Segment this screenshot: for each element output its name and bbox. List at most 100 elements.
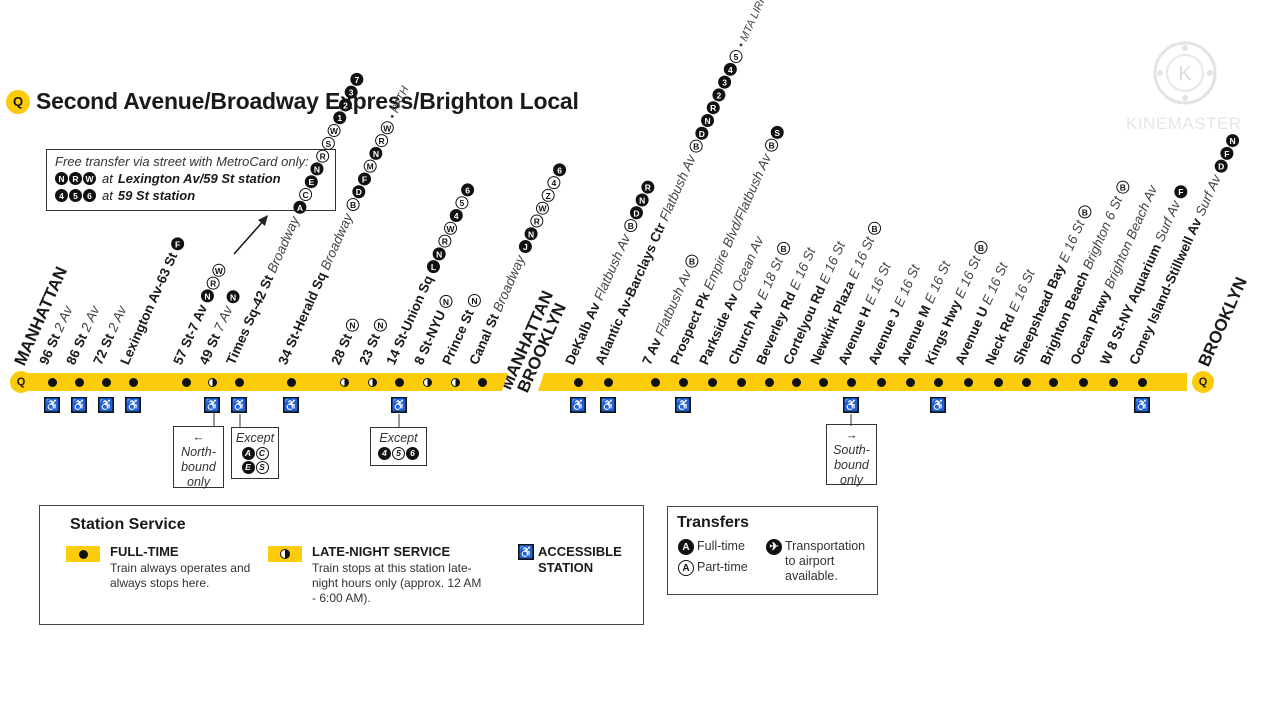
station-street: 2 Av — [51, 303, 76, 334]
route-bullet-r: R — [206, 276, 220, 290]
route-bullet-5: 5 — [69, 189, 82, 202]
route-bullet-e: E — [241, 461, 255, 474]
except-1-label: Except — [235, 431, 275, 445]
page-title: Second Avenue/Broadway Express/Brighton … — [36, 88, 579, 114]
station-stop — [650, 378, 660, 387]
route-bullet-e: E — [304, 175, 318, 189]
station-name: 86 St — [63, 331, 91, 367]
transfer-parttime: A Part-time — [678, 560, 748, 576]
route-bullet-m: M — [363, 159, 377, 173]
station-street: 2 Av — [78, 303, 103, 334]
station-stop — [128, 378, 138, 387]
route-bullet-w: W — [536, 201, 550, 215]
route-bullet-4: 4 — [723, 62, 737, 76]
route-bullet-r: R — [375, 134, 389, 148]
borough-gap — [494, 373, 556, 391]
station-transfers: B — [1076, 203, 1093, 220]
except-2-label: Except — [379, 431, 418, 445]
note-row-1-station: Lexington Av/59 St station — [117, 171, 281, 186]
route-bullet-c: C — [255, 447, 269, 460]
route-bullet-r: R — [69, 172, 82, 185]
note-row-1-at: at — [102, 171, 113, 186]
station-stop — [450, 378, 460, 387]
route-bullet-4: 4 — [378, 447, 391, 460]
station-stop — [181, 378, 191, 387]
wheelchair-icon: ♿ — [71, 397, 87, 413]
route-bullet-6: 6 — [83, 189, 96, 202]
station-stop — [818, 378, 828, 387]
station-street: Flatbush Av — [656, 152, 699, 224]
station-street: 2 Av — [105, 303, 130, 334]
station-street: E 16 St — [891, 262, 923, 309]
station-stop — [394, 378, 404, 387]
route-bullet-4: 4 — [449, 208, 463, 222]
note-arrow-icon — [233, 215, 268, 255]
station-stop — [963, 378, 973, 387]
transfer-note: Free transfer via street with MetroCard … — [46, 149, 336, 211]
station-street: E 16 St — [1005, 267, 1038, 314]
station-stop — [101, 378, 111, 387]
station-transfers: F — [169, 235, 186, 252]
route-bullet-w: W — [380, 121, 394, 135]
parttime-bullet-icon: A — [678, 560, 694, 576]
note-heading: Free transfer via street with MetroCard … — [55, 154, 309, 169]
route-bullet-d: D — [352, 185, 366, 199]
route-bullet-s: S — [770, 125, 784, 139]
station-stop — [573, 378, 583, 387]
route-bullet-4: 4 — [55, 189, 68, 202]
wheelchair-icon: ♿ — [1134, 397, 1150, 413]
route-bullet-z: Z — [541, 188, 555, 202]
station-stop — [678, 378, 688, 387]
route-bullet-3: 3 — [718, 75, 732, 89]
northbound-text: North-bound only — [181, 445, 216, 489]
route-bullet-d: D — [1214, 159, 1228, 173]
station-street: Surf Av — [1152, 198, 1184, 245]
fulltime-bullet-icon: A — [678, 539, 694, 555]
fulltime-name: FULL-TIME — [110, 544, 179, 559]
station-stop — [422, 378, 432, 387]
route-bullet-n: N — [369, 147, 383, 161]
station-street: Broadway — [317, 211, 356, 273]
route-bullet-b: B — [689, 139, 703, 153]
wheelchair-icon: ♿ — [518, 544, 534, 560]
route-bullet-b: B — [346, 198, 360, 212]
station-stop — [477, 378, 487, 387]
route-bullet-r: R — [706, 101, 720, 115]
station-stop — [207, 378, 217, 387]
route-bullet-n: N — [310, 162, 324, 176]
borough-brooklyn: BROOKLYN — [1194, 274, 1251, 370]
latenight-desc: Train stops at this station late-night h… — [312, 561, 482, 605]
route-bullet-n: N — [432, 247, 446, 261]
station-extra-transfer: • MTA LIRR — [734, 0, 770, 50]
callout-connector — [239, 414, 241, 428]
route-bullet-r: R — [641, 180, 655, 194]
callout-northbound: ← North-bound only — [173, 426, 224, 489]
wheelchair-icon: ♿ — [283, 397, 299, 413]
station-transfers: N — [372, 316, 389, 333]
route-bullet-w: W — [444, 221, 458, 235]
station-stop — [905, 378, 915, 387]
wheelchair-icon: ♿ — [391, 397, 407, 413]
station-stop — [286, 378, 296, 387]
line-bar-manhattan — [28, 373, 498, 391]
route-bullet-l: L — [426, 260, 440, 274]
route-bullet-b: B — [776, 242, 790, 256]
station-name: 23 St — [356, 331, 384, 367]
route-bullet-6: 6 — [553, 163, 567, 177]
route-bullet-n: N — [55, 172, 68, 185]
station-name: Times Sq-42 St — [223, 272, 277, 367]
accessible-name: ACCESSIBLE STATION — [538, 544, 622, 575]
route-bullet-w: W — [83, 172, 96, 185]
station-stop — [74, 378, 84, 387]
station-transfers: N — [224, 289, 241, 306]
wheelchair-icon: ♿ — [125, 397, 141, 413]
station-name: 49 St — [196, 331, 224, 367]
station-street: 7 Av — [211, 303, 236, 334]
